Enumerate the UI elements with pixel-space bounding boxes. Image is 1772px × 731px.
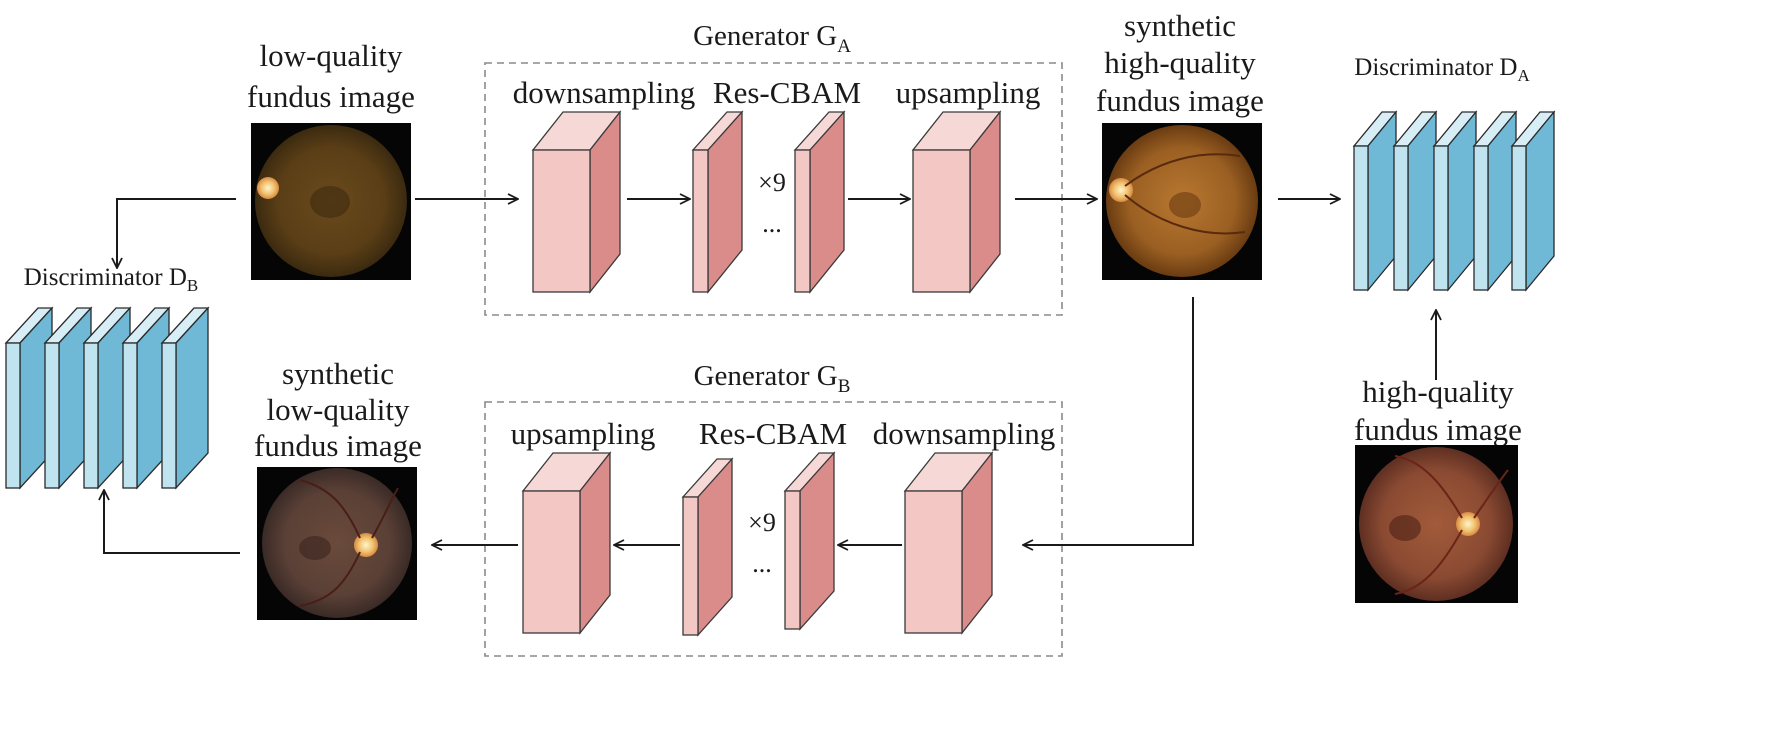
- generator-a-upsampling-label: upsampling: [896, 75, 1041, 110]
- generator-a-res-cbam-block-2: [793, 110, 846, 294]
- arrow-low-image-to-discriminator-b: [117, 198, 236, 268]
- generator-a-title: Generator GA: [693, 20, 851, 57]
- high-quality-image-label-line-1: high-quality: [1362, 374, 1514, 409]
- low-quality-image-label-line-2: fundus image: [247, 79, 415, 114]
- generator-b-res-cbam-label: Res-CBAM: [699, 416, 847, 451]
- generator-a-repeat-label: ×9: [758, 168, 786, 197]
- high-quality-fundus-image: [1355, 445, 1518, 603]
- generator-a-res-cbam-label: Res-CBAM: [713, 75, 861, 110]
- generator-b-res-cbam-block-2: [783, 451, 836, 631]
- generator-b-frame: [484, 401, 1063, 657]
- generator-b-res-cbam-block-1: [681, 457, 734, 637]
- high-quality-image-label-line-2: fundus image: [1354, 412, 1522, 447]
- discriminator-a-layer-1: [1352, 110, 1398, 292]
- generator-a-frame: [484, 62, 1063, 316]
- synthetic-high-quality-fundus-image: [1102, 123, 1262, 280]
- low-quality-image-label-line-1: low-quality: [260, 38, 403, 73]
- discriminator-b-layer-2: [43, 306, 93, 490]
- generator-a-res-cbam-block-1: [691, 110, 744, 294]
- arrow-synthetic-low-to-discriminator-b: [104, 490, 240, 554]
- synthetic-high-image-label-line-2: high-quality: [1104, 45, 1256, 80]
- synthetic-high-image-label-line-3: fundus image: [1096, 83, 1264, 118]
- discriminator-b-layer-1: [4, 306, 54, 490]
- discriminator-a-layer-4: [1472, 110, 1518, 292]
- synthetic-low-image-label-line-1: synthetic: [282, 356, 394, 391]
- generator-b-downsampling-label: downsampling: [873, 416, 1056, 451]
- generator-a-downsampling-label: downsampling: [513, 75, 696, 110]
- generator-a: Generator GA downsampling Res-CBAM upsam…: [484, 20, 1063, 316]
- generator-b-upsampling-block: [521, 451, 612, 635]
- generator-a-upsampling-block: [911, 110, 1002, 294]
- discriminator-a-title: Discriminator DA: [1354, 54, 1530, 85]
- generator-b: Generator GB upsampling Res-CBAM downsam…: [484, 360, 1063, 657]
- generator-b-downsampling-block: [903, 451, 994, 635]
- arrow-synthetic-high-to-generator-b: [1023, 297, 1194, 545]
- discriminator-a-layer-2: [1392, 110, 1438, 292]
- discriminator-b-title: Discriminator DB: [24, 264, 199, 295]
- discriminator-a-layer-5: [1510, 110, 1556, 292]
- synthetic-high-image-label-line-1: synthetic: [1124, 8, 1236, 43]
- synthetic-low-image-label-line-2: low-quality: [267, 392, 410, 427]
- discriminator-a-layer-3: [1432, 110, 1478, 292]
- low-quality-fundus-image: [251, 123, 411, 280]
- discriminator-b-layer-5: [160, 306, 210, 490]
- discriminator-b: [4, 306, 210, 490]
- discriminator-b-layer-4: [121, 306, 171, 490]
- generator-a-downsampling-block: [531, 110, 622, 294]
- synthetic-low-quality-fundus-image: [257, 467, 417, 620]
- generator-a-ellipsis: ...: [762, 209, 782, 238]
- generator-b-ellipsis: ...: [752, 549, 772, 578]
- generator-b-title: Generator GB: [694, 360, 851, 397]
- synthetic-low-image-label-line-3: fundus image: [254, 428, 422, 463]
- generator-b-repeat-label: ×9: [748, 508, 776, 537]
- discriminator-a: [1352, 110, 1556, 292]
- generator-b-upsampling-label: upsampling: [511, 416, 656, 451]
